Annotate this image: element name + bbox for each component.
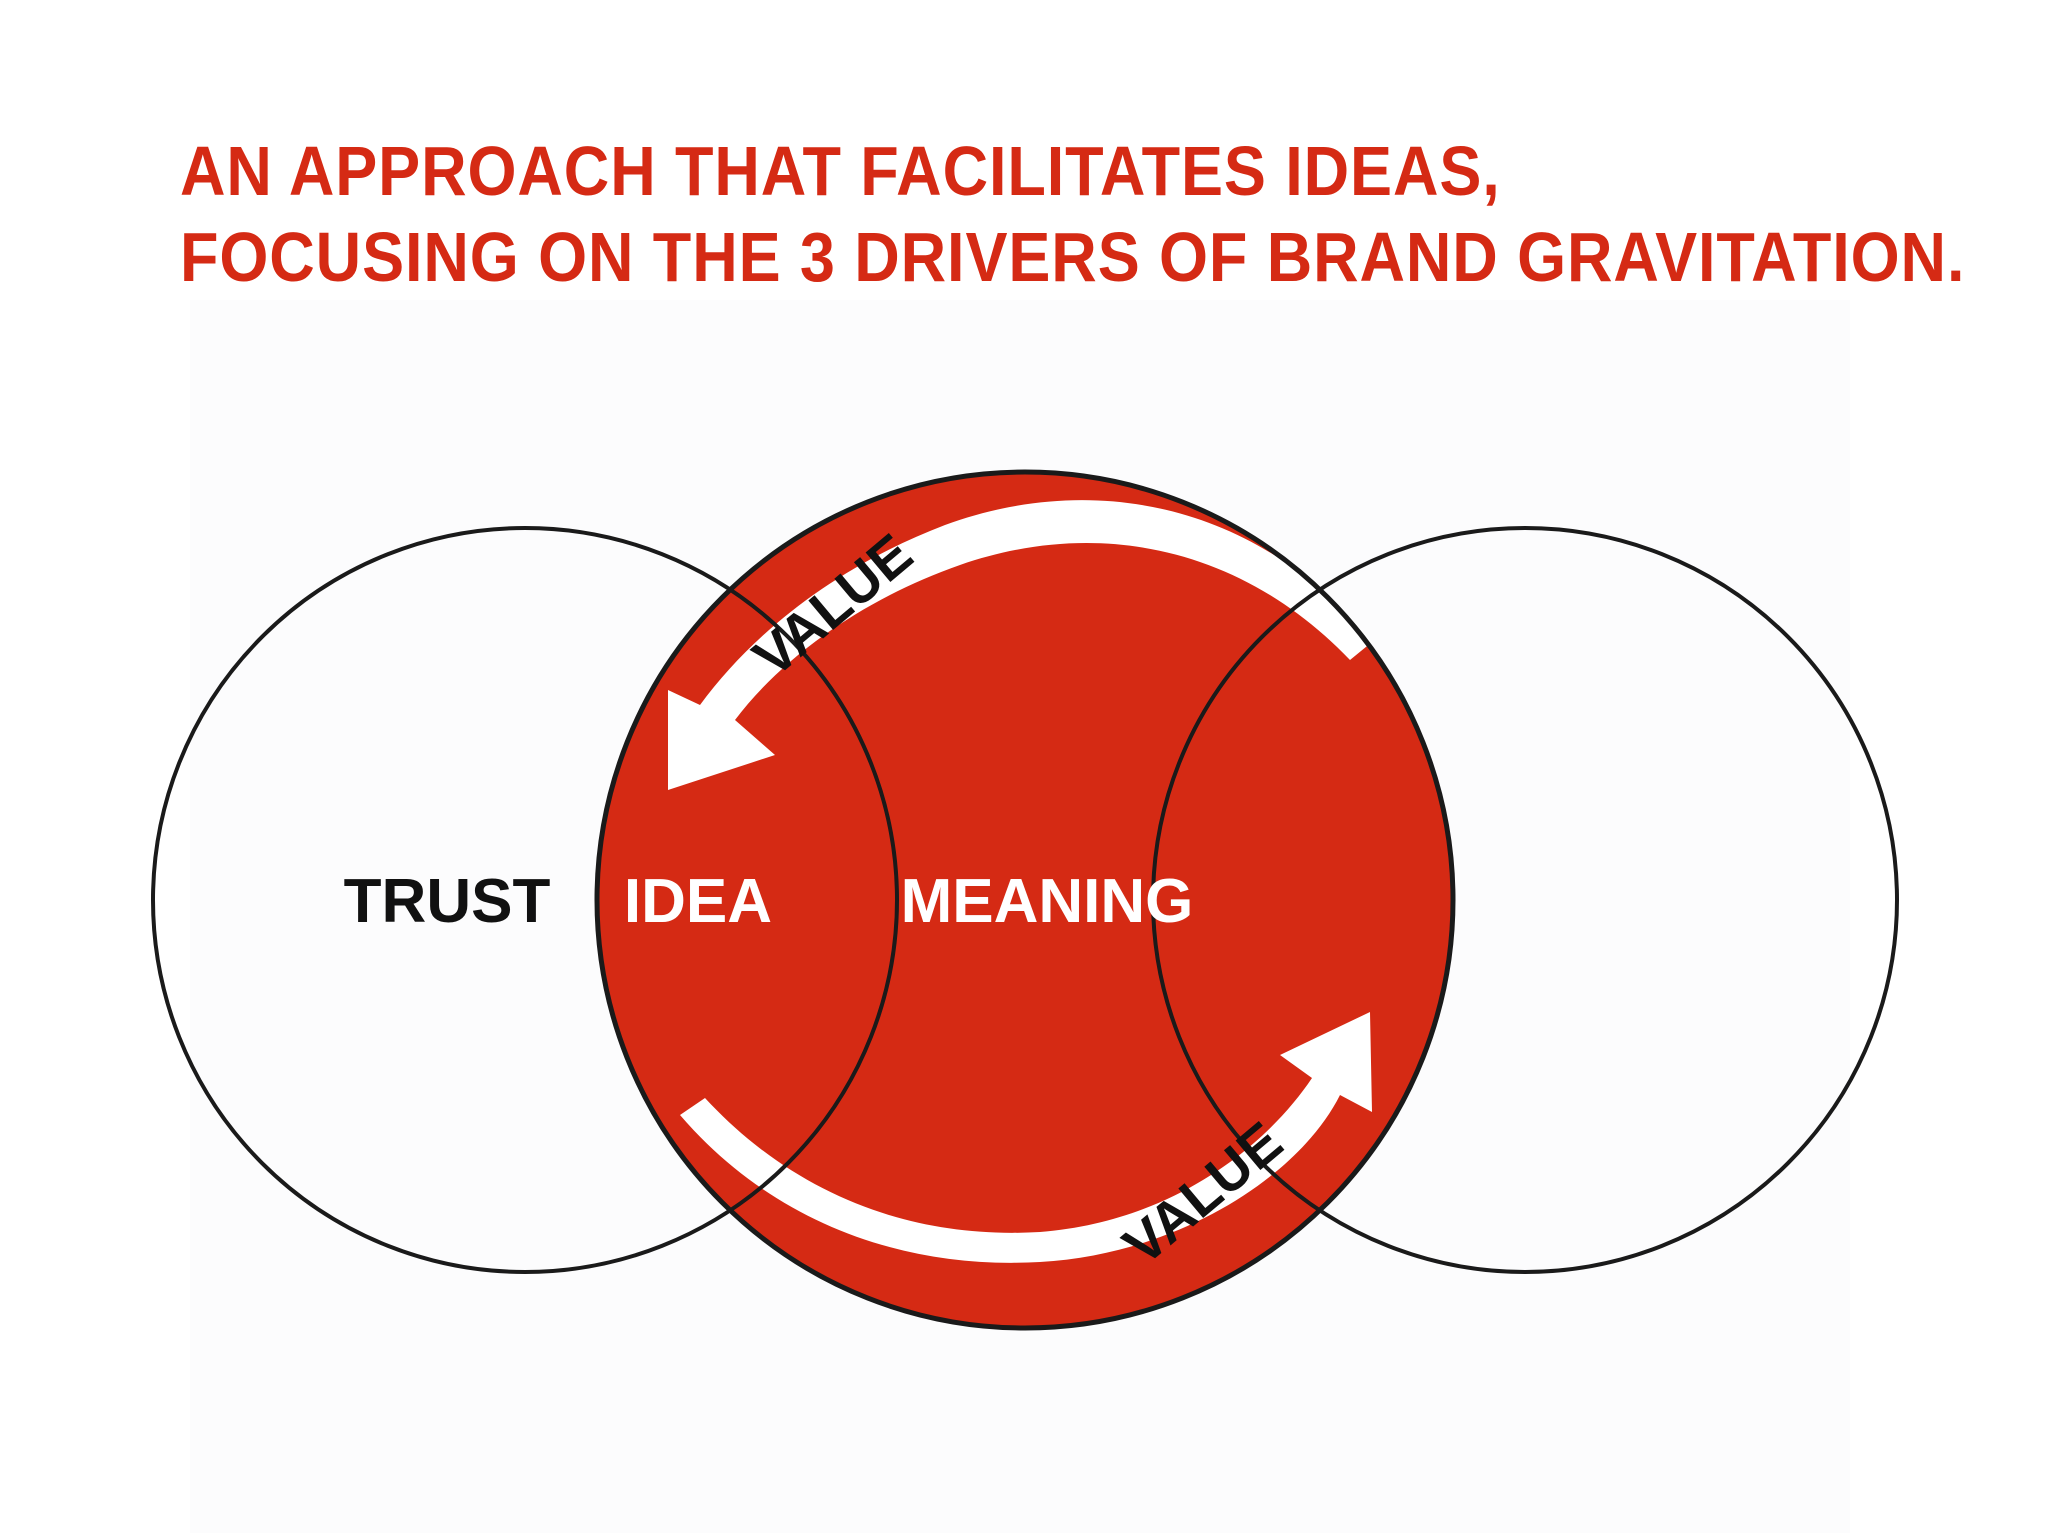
meaning-label: MEANING [901, 867, 1194, 936]
idea-label: IDEA [624, 867, 772, 936]
center-circle-outline [594, 469, 1456, 1331]
left-overlap-arc [605, 526, 899, 1274]
center-circle-fill [597, 472, 1453, 1328]
headline-line-2: FOCUSING ON THE 3 DRIVERS OF BRAND GRAVI… [180, 218, 1966, 296]
top-value-arrow [668, 500, 1372, 790]
trust-label: TRUST [344, 867, 551, 936]
right-overlap-arc [1151, 526, 1445, 1274]
headline: AN APPROACH THAT FACILITATES IDEAS, FOCU… [180, 128, 1965, 300]
bottom-value-arrow [680, 1012, 1372, 1263]
headline-line-1: AN APPROACH THAT FACILITATES IDEAS, [180, 132, 1501, 210]
